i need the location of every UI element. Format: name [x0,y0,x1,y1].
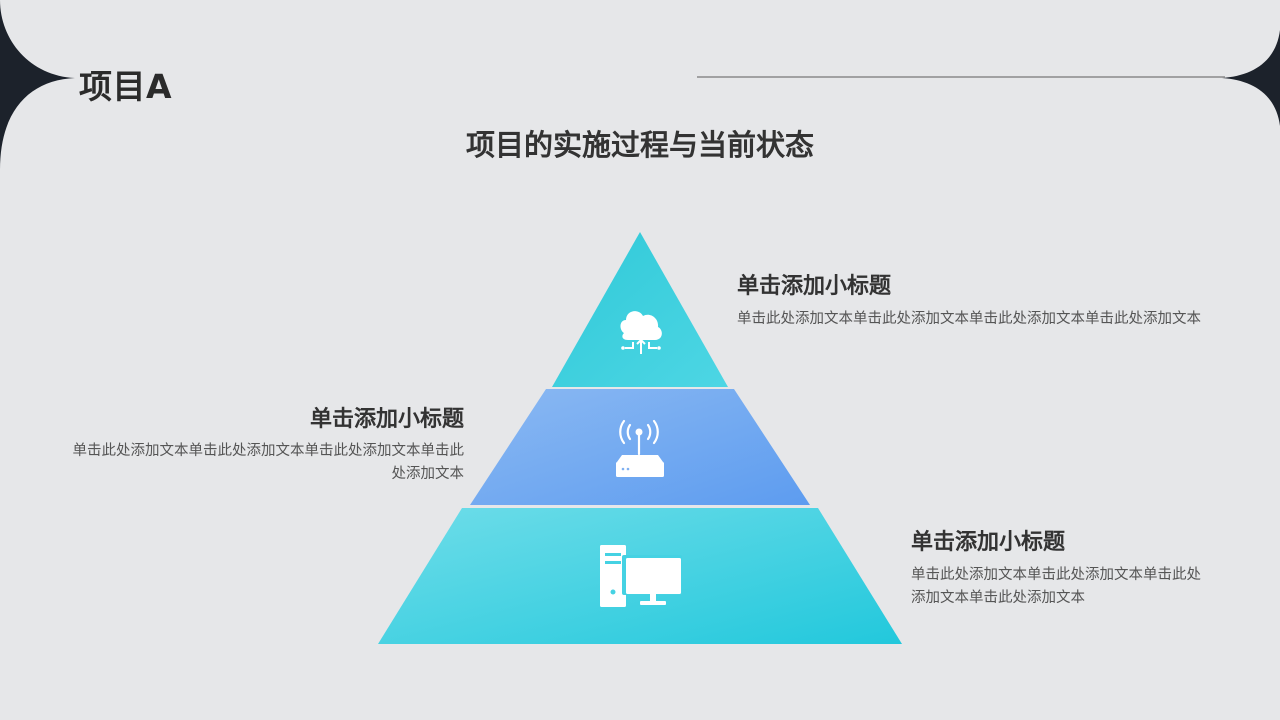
pyramid-tier-top [552,232,728,387]
block-3-subtitle: 单击添加小标题 [911,530,1066,555]
block-1-subtitle: 单击添加小标题 [737,274,892,299]
router-icon [616,419,664,477]
block-2-text: 单击此处添加文本单击此处添加文本单击此处添加文本单击此处添加文本 [72,443,465,482]
block-3-text: 单击此处添加文本单击此处添加文本单击此处添加文本单击此处添加文本 [911,567,1201,606]
corner-notch-right [1222,30,1280,126]
block-1-text: 单击此处添加文本单击此处添加文本单击此处添加文本单击此处添加文本 [737,311,1201,327]
block-2-subtitle: 单击添加小标题 [309,407,464,432]
cloud-upload-icon [620,311,662,354]
project-title: 项目A [79,67,173,106]
slide-title: 项目的实施过程与当前状态 [465,128,814,162]
desktop-computer-icon [600,545,682,607]
